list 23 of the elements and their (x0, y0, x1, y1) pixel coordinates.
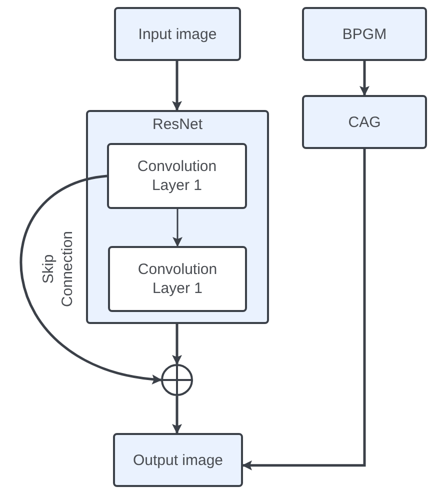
node-label: Convolution Layer 1 (136, 260, 218, 298)
process-box (113, 433, 243, 487)
arrow (242, 149, 366, 470)
edge-label: Skip Connection (39, 230, 77, 309)
arrow (172, 396, 182, 434)
process-box (108, 246, 247, 312)
group-box (86, 110, 269, 324)
node-label: Convolution Layer 1 (136, 157, 218, 195)
node-label: Input image (137, 24, 218, 44)
process-box (107, 143, 247, 209)
process-box (302, 7, 427, 61)
process-box (302, 95, 427, 149)
node-label: BPGM (341, 24, 388, 44)
node-label: Output image (132, 450, 224, 470)
node-label: CAG (347, 112, 382, 132)
arrow (172, 209, 182, 247)
sum-junction (161, 364, 193, 396)
process-box (114, 7, 241, 61)
arrow (172, 61, 182, 111)
arrow (20, 174, 162, 384)
arrow (360, 61, 370, 96)
arrow (172, 324, 182, 365)
node-label: ResNet (151, 115, 204, 134)
